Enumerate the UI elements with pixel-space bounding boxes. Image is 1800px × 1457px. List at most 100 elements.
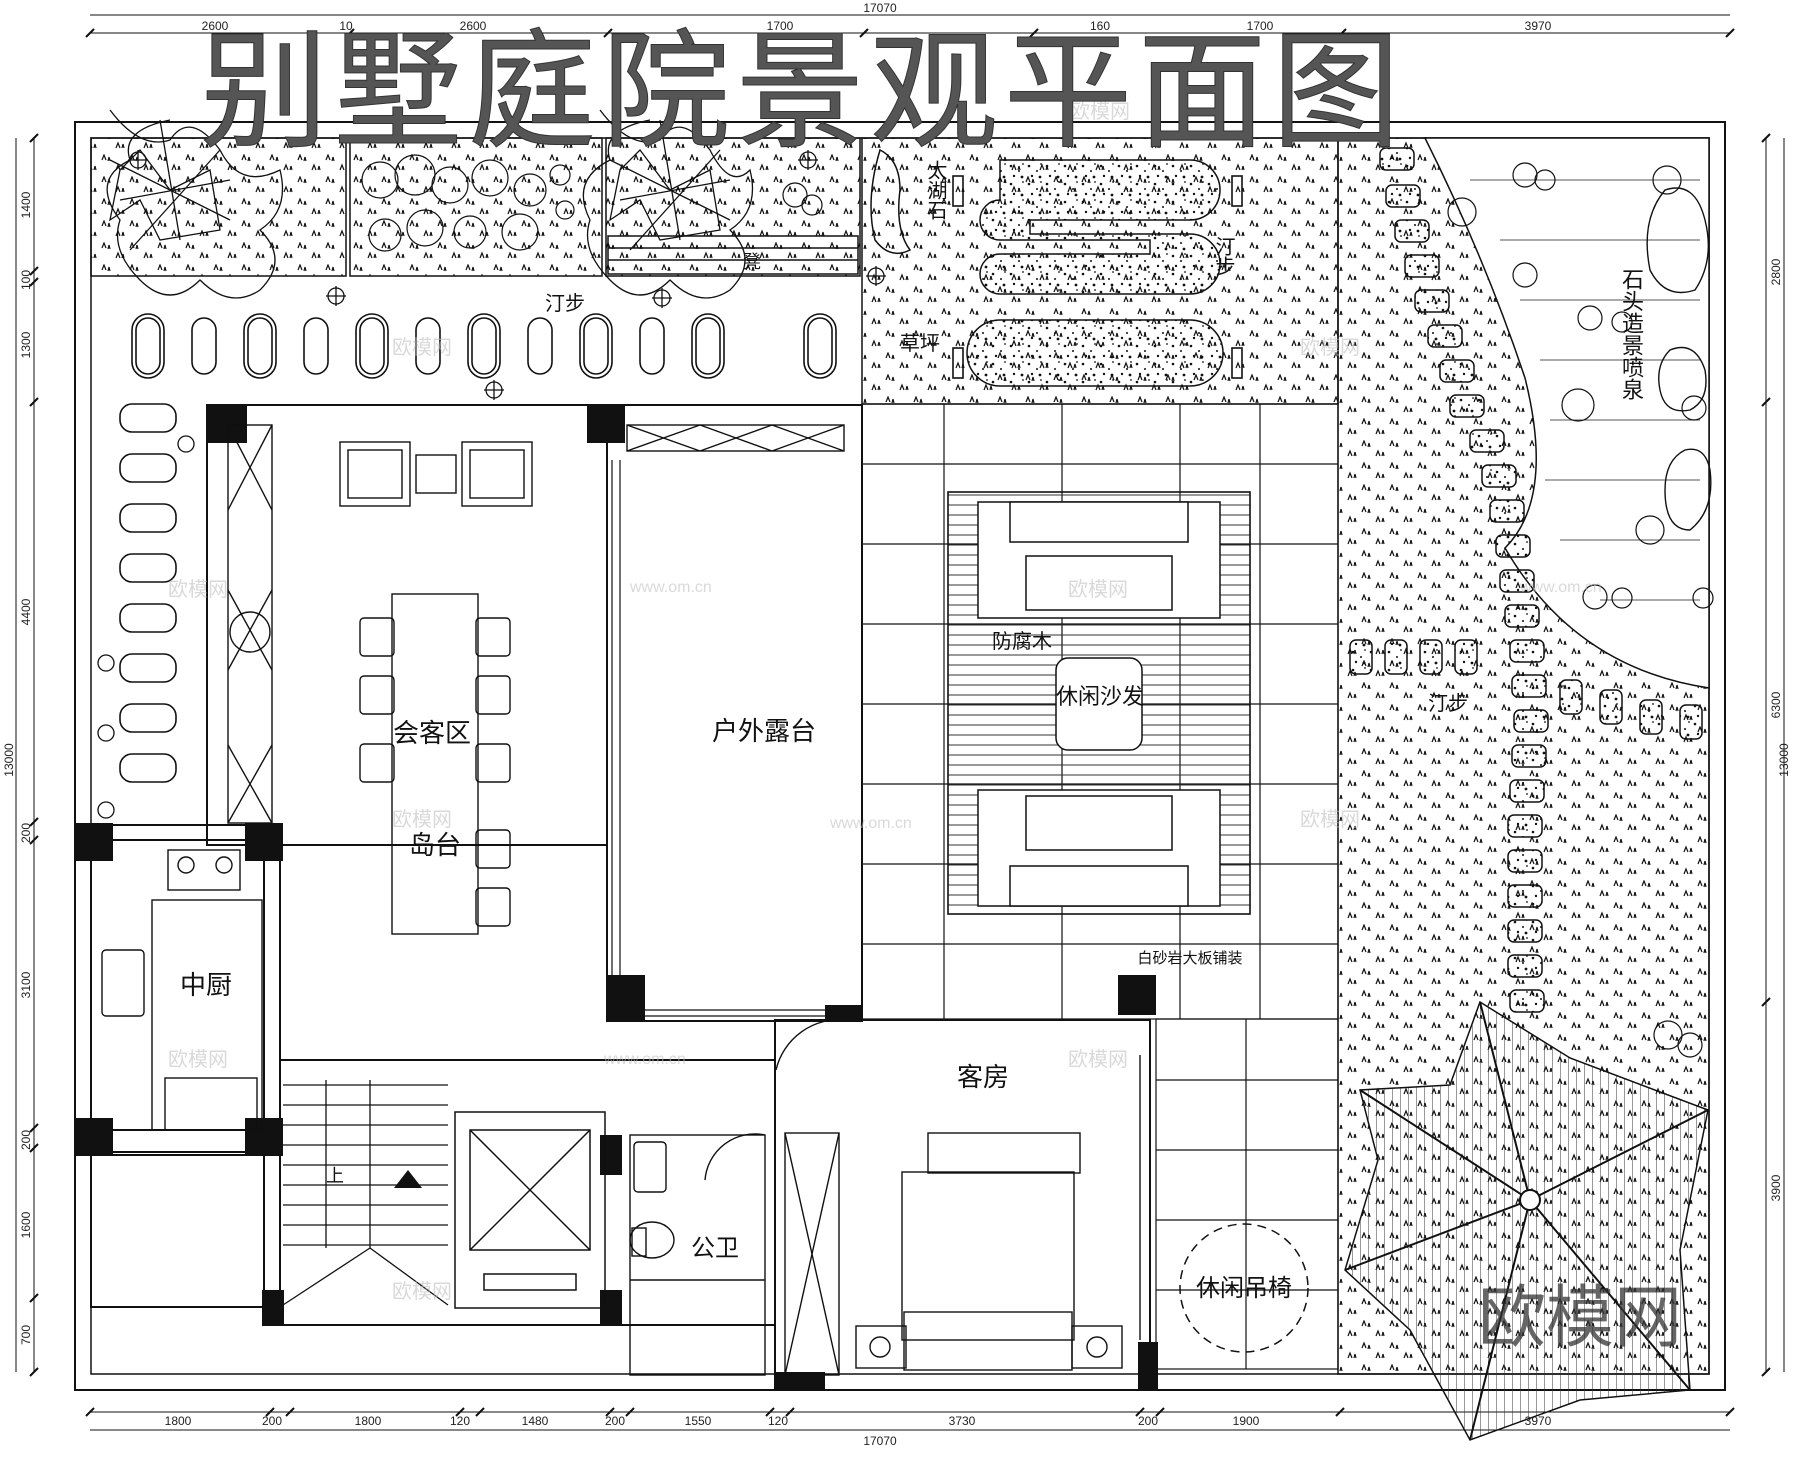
dim-bottom-5: 1480: [522, 1414, 549, 1428]
label-swing-chair: 休闲吊椅: [1196, 1274, 1292, 1302]
hanging-chair-circle: [1179, 1223, 1309, 1353]
label-sofa: 休闲沙发: [1056, 685, 1144, 710]
watermark-text: 欧模网: [1068, 577, 1128, 601]
dim-bottom-10: 200: [1138, 1414, 1158, 1428]
label-stepping-mid: 汀步: [1212, 236, 1236, 276]
watermark-url: www.om.cn: [829, 815, 912, 832]
dim-top-3: 2600: [460, 19, 487, 33]
sofa-set-living: [339, 441, 533, 507]
watermark-text: 欧模网: [1068, 1047, 1128, 1071]
watermark-text: 欧模网: [1070, 99, 1130, 123]
label-island: 岛台: [409, 831, 461, 861]
fountain-water-lines: [1470, 179, 1700, 601]
dim-left-1: 1400: [19, 191, 33, 218]
dim-left-total: 13000: [2, 743, 16, 777]
dim-top-7: 3970: [1525, 19, 1552, 33]
gazebo-ribs: [1344, 1001, 1709, 1441]
dim-bottom-total: 17070: [863, 1434, 897, 1448]
taihu-stone-shape: [870, 148, 912, 255]
watermark-text: 欧模网: [392, 335, 452, 359]
dim-left-9: 700: [19, 1325, 33, 1345]
island-and-chairs: [359, 593, 511, 935]
label-taihu-stone: 太湖石: [924, 160, 948, 220]
terrace-glazing: [607, 439, 825, 1017]
watermark-url: www.om.cn: [603, 1051, 686, 1068]
label-terrace: 户外露台: [712, 717, 816, 747]
dim-bottom-1: 1800: [165, 1414, 192, 1428]
dim-left-8: 1600: [19, 1211, 33, 1238]
deck-loungers: [977, 501, 1221, 907]
label-guest-room: 客房: [957, 1063, 1009, 1093]
tree-sketches: [106, 109, 754, 299]
dim-top-1: 2600: [202, 19, 229, 33]
wc-fixtures: [629, 1133, 766, 1376]
dimension-ticks: [29, 28, 1771, 1417]
dim-left-6: 3100: [19, 971, 33, 998]
dim-top-4: 1700: [767, 19, 794, 33]
dim-top-2: 10: [339, 19, 353, 33]
watermark-text: 欧模网: [1300, 807, 1360, 831]
dim-left-3: 1300: [19, 331, 33, 358]
dim-bottom-6: 200: [605, 1414, 625, 1428]
label-lawn: 草坪: [900, 331, 940, 355]
stepping-stones-left: [119, 403, 177, 783]
watermark-text: 欧模网: [1300, 335, 1360, 359]
watermark-text: 欧模网: [168, 1047, 228, 1071]
dim-bottom-7: 1550: [685, 1414, 712, 1428]
dim-bottom-2: 200: [262, 1414, 282, 1428]
dim-bottom-9: 3730: [949, 1414, 976, 1428]
dim-right-2: 6300: [1769, 691, 1783, 718]
kitchen-fixtures: [101, 849, 263, 1131]
label-stool: 凳: [743, 252, 761, 273]
stair-arrow-icon: [394, 1170, 422, 1188]
watermark-url: www.om.cn: [629, 579, 712, 596]
guest-room-furniture: [775, 1018, 1141, 1376]
label-stone-fountain-box: 石头造景喷泉: [1618, 268, 1643, 400]
label-granite: 白砂岩大板铺装: [1137, 949, 1242, 967]
elevator-shaft: [454, 1111, 606, 1309]
watermark-url: www.om.cn: [1519, 579, 1602, 596]
dimension-lines: [15, 14, 1785, 1431]
fountain-water: [1423, 137, 1710, 689]
building-walls: [74, 404, 1151, 1391]
logo-watermark: 欧模网: [1478, 1279, 1683, 1358]
dim-left-7: 200: [19, 1130, 33, 1150]
stepping-stones-right: [1349, 147, 1703, 1013]
watermark-layer: 欧模网 欧模网 欧模网 欧模网 欧模网 欧模网 欧模网 欧模网 欧模网 欧模网 …: [168, 99, 1602, 1303]
label-kitchen: 中厨: [180, 971, 232, 1001]
label-stepping-top: 汀步: [545, 291, 585, 315]
dim-top-6: 1700: [1247, 19, 1274, 33]
dim-left-2: 100: [19, 270, 33, 290]
page-title: 别墅庭院景观平面图: [199, 18, 1407, 168]
dim-left-5: 200: [19, 823, 33, 843]
structural-columns: [75, 405, 1158, 1390]
fountain-shrubs: [1447, 162, 1714, 1058]
top-planter-beds: [90, 137, 861, 277]
fountain-rocks: [1646, 187, 1712, 531]
dim-bottom-11: 1900: [1233, 1414, 1260, 1428]
dim-bottom-4: 120: [450, 1414, 470, 1428]
label-stepping-right: 汀步: [1428, 691, 1468, 715]
label-stone-fountain: 石头造景喷泉: [1618, 268, 1643, 400]
label-reception: 会客区: [393, 719, 471, 749]
cabinet-run: [227, 424, 845, 824]
label-stepping-mid-box: 汀步: [1212, 236, 1236, 276]
dim-right-total: 13000: [1777, 743, 1791, 777]
dim-right-3: 3900: [1769, 1174, 1783, 1201]
dim-left-4: 4400: [19, 598, 33, 625]
label-taihu-stone-box: 太湖石: [924, 160, 948, 220]
watermark-text: 欧模网: [392, 807, 452, 831]
watermark-text: 欧模网: [392, 1279, 452, 1303]
stairs: [282, 1080, 449, 1306]
dim-bottom-3: 1800: [355, 1414, 382, 1428]
dim-right-1: 2800: [1769, 258, 1783, 285]
shrub-clusters: [361, 154, 823, 252]
sand-paths: [966, 159, 1224, 387]
bench-stools: [952, 175, 1243, 379]
label-stair-up: 上: [326, 1166, 344, 1187]
label-public-wc: 公卫: [691, 1234, 739, 1262]
dim-top-total: 17070: [863, 1, 897, 15]
stepping-stones-top: [131, 313, 837, 379]
dim-top-5: 160: [1090, 19, 1110, 33]
